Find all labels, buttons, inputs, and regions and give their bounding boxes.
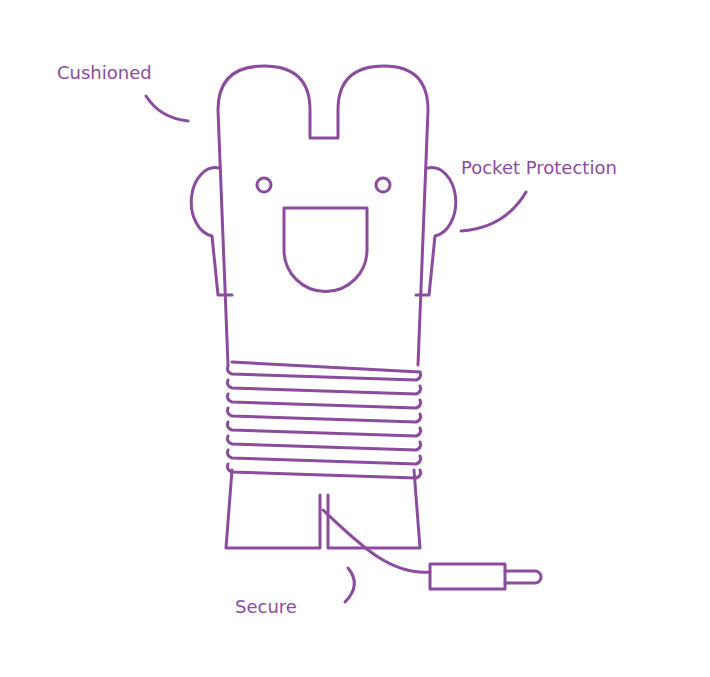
leader-line xyxy=(345,568,354,602)
body-outline xyxy=(218,66,428,365)
plug-body xyxy=(430,564,505,589)
cord xyxy=(323,510,430,572)
leader-line xyxy=(146,96,188,121)
mouth xyxy=(284,208,367,291)
leader-line xyxy=(461,192,526,231)
plug-tip xyxy=(505,571,541,583)
cord-coils xyxy=(228,362,421,478)
lower-body-right xyxy=(328,470,420,548)
callout-label: Cushioned xyxy=(57,62,152,84)
right-eye xyxy=(376,178,390,192)
left-eye xyxy=(257,178,271,192)
callout-label: Pocket Protection xyxy=(461,157,617,179)
callout-label: Secure xyxy=(235,596,297,618)
lower-body xyxy=(226,470,320,548)
